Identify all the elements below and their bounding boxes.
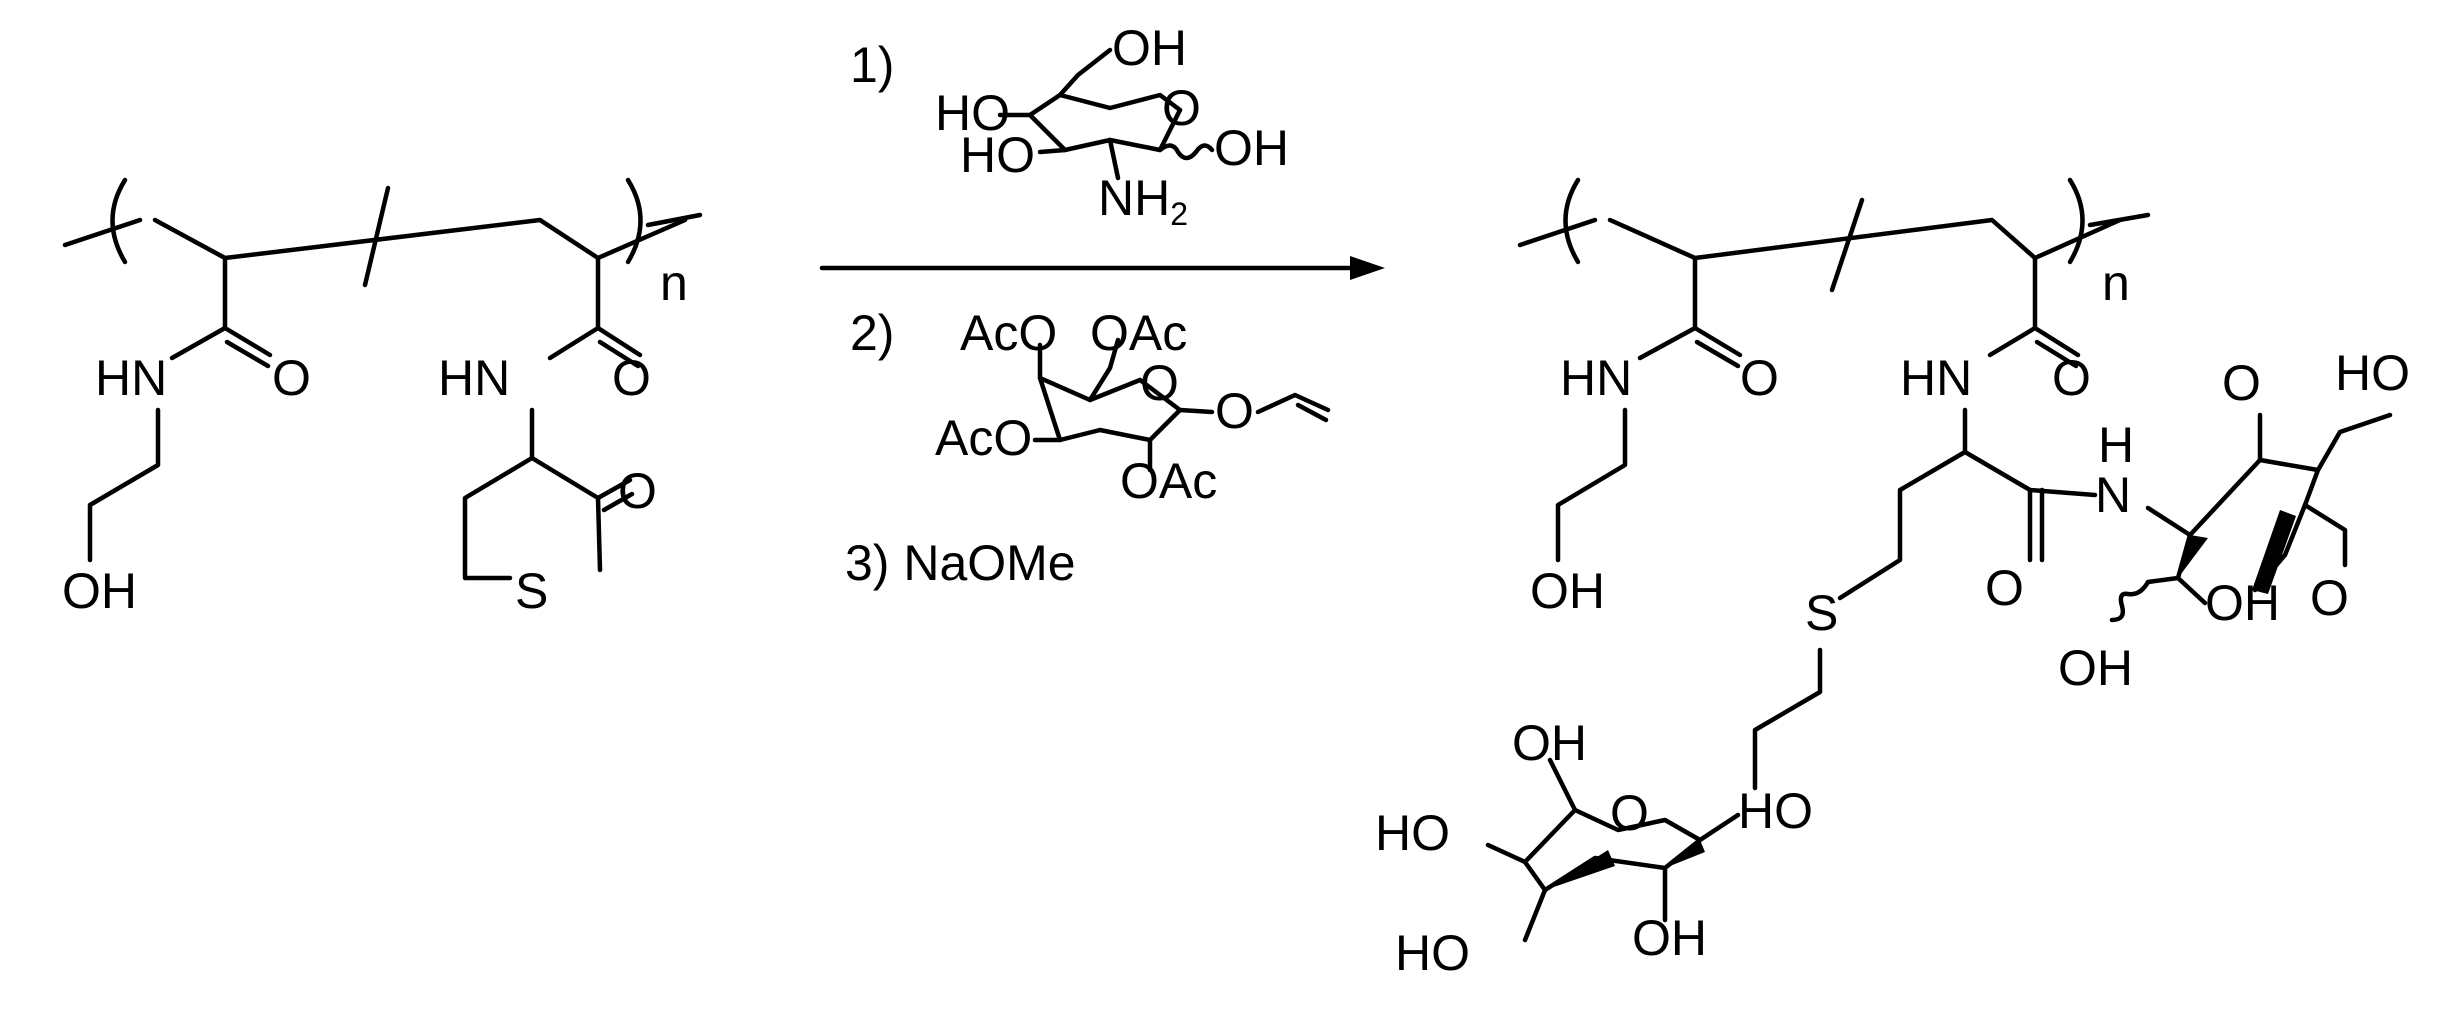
reactant-polymer: HN O OH HN O O S n — [62, 177, 703, 619]
product-left-hn-label: HN — [1560, 350, 1632, 406]
glucosamine-oh6-label: OH — [1112, 20, 1187, 76]
acgal-aco4-label: AcO — [960, 305, 1057, 361]
reaction-arrow — [819, 256, 1385, 280]
reactant-left-hydroxyl-label: OH — [62, 563, 137, 619]
reactant-right-sidechain — [462, 255, 643, 581]
reactant-right-carbonyl-o-label: O — [612, 350, 651, 406]
product-glucosamine-ring — [2109, 412, 2393, 623]
reactant-thiolactone-o-label: O — [618, 463, 657, 519]
acgal-aco3-label: AcO — [935, 410, 1032, 466]
product-backbone — [1517, 177, 2151, 293]
product-repeat-n: n — [2102, 255, 2130, 311]
product-glcn-oh4-label: O — [2222, 355, 2261, 411]
product-right-sidechain — [1752, 255, 2098, 791]
reactant-left-carbonyl-o-label: O — [272, 350, 311, 406]
product-thioether-s-label: S — [1805, 585, 1838, 641]
product-right-carbonyl-o-label: O — [2052, 350, 2091, 406]
glucosamine-ring-o-label: O — [1162, 80, 1201, 136]
product-amide-h-label: H — [2098, 417, 2134, 473]
glucosamine-oh1-label: OH — [1214, 120, 1289, 176]
reactant-left-hn-label: HN — [95, 350, 167, 406]
acgal-oac2-label: OAc — [1120, 453, 1217, 509]
product-gal-oh3-label: HO — [1395, 925, 1470, 981]
product-galactose-ring — [1485, 757, 1741, 943]
reactant-backbone — [62, 177, 703, 288]
acgal-oac6-label: OAc — [1090, 305, 1187, 361]
product-left-sidechain — [1555, 255, 1743, 563]
product-polymer: n HN O OH HN O H N O S — [1375, 177, 2410, 981]
product-left-hydroxyl-label: OH — [1530, 563, 1605, 619]
product-linker-o-label: HO — [1738, 783, 1813, 839]
product-right-hn-label: HN — [1900, 350, 1972, 406]
glucosamine-oh3-label: HO — [960, 127, 1035, 183]
glucosamine-oh4-label: HO — [935, 85, 1010, 141]
product-amide-o-label: O — [1985, 560, 2024, 616]
reactant-repeat-n: n — [660, 255, 688, 311]
glucosamine-structure — [997, 47, 1215, 181]
acetylated-galactoside-structure — [1032, 337, 1331, 473]
step1-number: 1) — [850, 37, 894, 93]
glucosamine-nh2-label: NH2 — [1098, 170, 1188, 232]
product-gal-ring-o-label: O — [1610, 785, 1649, 841]
product-gal-oh4-label: HO — [1375, 805, 1450, 861]
product-glcn-oh1-label: OH — [2058, 640, 2133, 696]
reaction-conditions: 1) OH HO O HO OH NH2 2) A — [845, 20, 1331, 591]
reactant-thiolactone-s-label: S — [515, 563, 548, 619]
step3-label: 3) NaOMe — [845, 535, 1076, 591]
reactant-left-sidechain — [87, 255, 273, 563]
step2-number: 2) — [850, 305, 894, 361]
product-left-carbonyl-o-label: O — [1740, 350, 1779, 406]
reactant-right-hn-label: HN — [438, 350, 510, 406]
product-amide-n-label: N — [2095, 467, 2131, 523]
acgal-ring-o-label: O — [1140, 355, 1179, 411]
acgal-glycosidic-o-label: O — [1215, 383, 1254, 439]
product-glcn-oh3-label: HO — [2335, 345, 2410, 401]
product-glcn-oh6-label: O — [2310, 570, 2349, 626]
product-glcn-ring-o-label: OH — [2205, 575, 2280, 631]
product-gal-oh2-label: OH — [1632, 910, 1707, 966]
glucosamine-nh-text: NH — [1098, 170, 1170, 226]
product-gal-oh6-label: OH — [1512, 715, 1587, 771]
glucosamine-nh2-subscript: 2 — [1170, 196, 1188, 232]
